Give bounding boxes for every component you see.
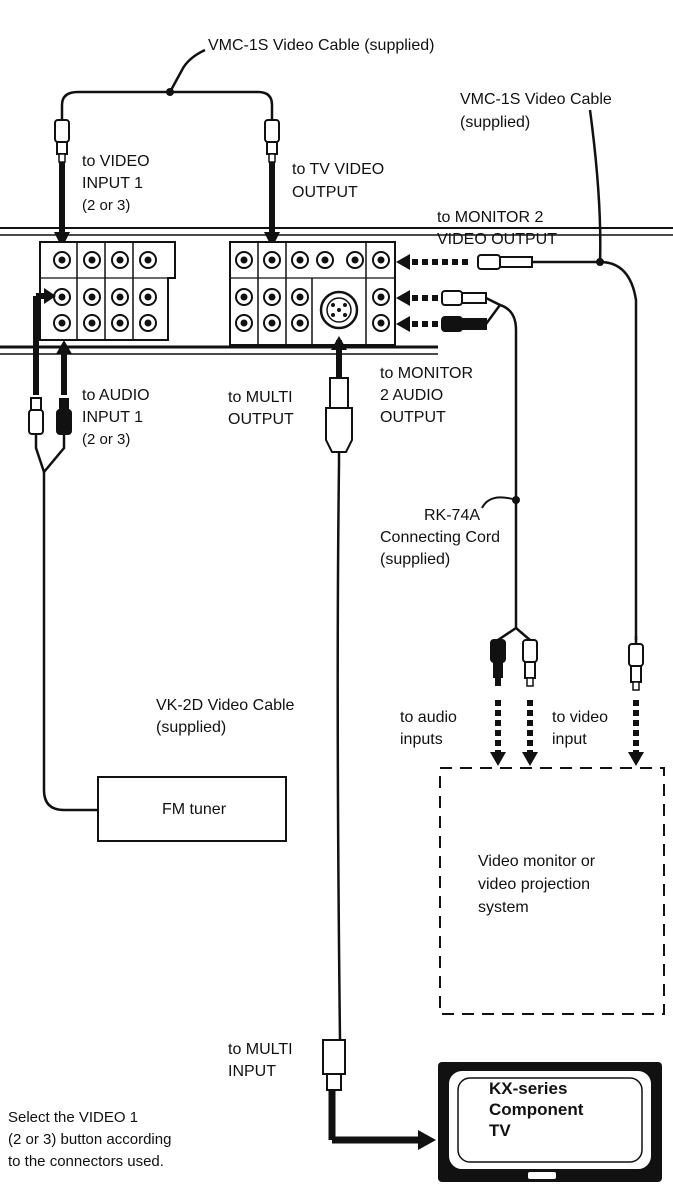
monitor-audio-connection	[396, 290, 538, 766]
label-rk74a-2: Connecting Cord	[380, 529, 501, 546]
label-rk74a-1: RK-74A	[424, 507, 481, 524]
label-to-video-input-b-1: to video	[552, 709, 609, 726]
label-to-video-input-b-2: input	[552, 731, 587, 748]
label-to-multi-input-1: to MULTI	[228, 1041, 293, 1058]
note-line-2: (2 or 3) button according	[8, 1131, 172, 1148]
kx-series-tv	[438, 1062, 662, 1182]
audio-input-connection	[28, 288, 98, 812]
label-to-multi-input-2: INPUT	[228, 1063, 276, 1080]
label-vk2d-1: VK-2D Video Cable	[156, 697, 295, 714]
note-line-3: to the connectors used.	[8, 1153, 164, 1170]
fm-tuner-box	[97, 776, 287, 842]
label-to-audio-input-1: to AUDIO	[82, 387, 150, 404]
label-to-multi-output-1: to MULTI	[228, 389, 293, 406]
label-to-monitor2-audio-1: to MONITOR	[380, 365, 474, 382]
label-rk74a-3: (supplied)	[380, 551, 451, 568]
label-to-audio-inputs-1: to audio	[400, 709, 457, 726]
label-monitor-2: video projection	[478, 876, 591, 893]
label-to-multi-output-2: OUTPUT	[228, 411, 294, 428]
label-to-audio-input-2: INPUT 1	[82, 409, 144, 426]
label-to-video-input-3: (2 or 3)	[82, 197, 131, 214]
label-to-tv-video-output-2: OUTPUT	[292, 184, 358, 201]
cable-junction-dot	[166, 88, 174, 96]
vmc-cable-top	[60, 48, 274, 120]
label-vmc-cable-right-1: VMC-1S Video Cable	[460, 91, 612, 108]
label-to-audio-inputs-2: inputs	[400, 731, 443, 748]
label-tv-1: KX-series	[489, 1079, 568, 1098]
label-to-tv-video-output-1: to TV VIDEO	[292, 161, 385, 178]
label-to-monitor2-video-2: VIDEO OUTPUT	[437, 231, 558, 248]
label-to-audio-input-3: (2 or 3)	[82, 431, 131, 448]
rca-plug-right	[264, 119, 280, 163]
receiver-rear-panel	[0, 227, 673, 355]
label-tv-3: TV	[489, 1121, 511, 1140]
label-to-monitor2-audio-2: 2 AUDIO	[380, 387, 444, 404]
label-fm-tuner: FM tuner	[162, 801, 227, 818]
monitor-video-connection	[396, 109, 638, 640]
label-to-monitor2-audio-3: OUTPUT	[380, 409, 446, 426]
label-monitor-1: Video monitor or	[478, 853, 596, 870]
label-monitor-3: system	[478, 899, 529, 916]
label-tv-2: Component	[489, 1100, 584, 1119]
label-to-video-input-1: to VIDEO	[82, 153, 150, 170]
rca-plug-left	[54, 119, 70, 163]
note-line-1: Select the VIDEO 1	[8, 1109, 139, 1126]
monitor-video-input-plug	[628, 636, 644, 766]
label-vk2d-2: (supplied)	[156, 719, 227, 736]
label-vmc-cable-top: VMC-1S Video Cable (supplied)	[208, 37, 435, 54]
label-vmc-cable-right-2: (supplied)	[460, 114, 531, 131]
label-to-video-input-2: INPUT 1	[82, 175, 144, 192]
vk2d-multi-cable	[322, 336, 436, 1150]
video-monitor-box	[439, 767, 665, 1015]
label-to-monitor2-video-1: to MONITOR 2	[437, 209, 544, 226]
